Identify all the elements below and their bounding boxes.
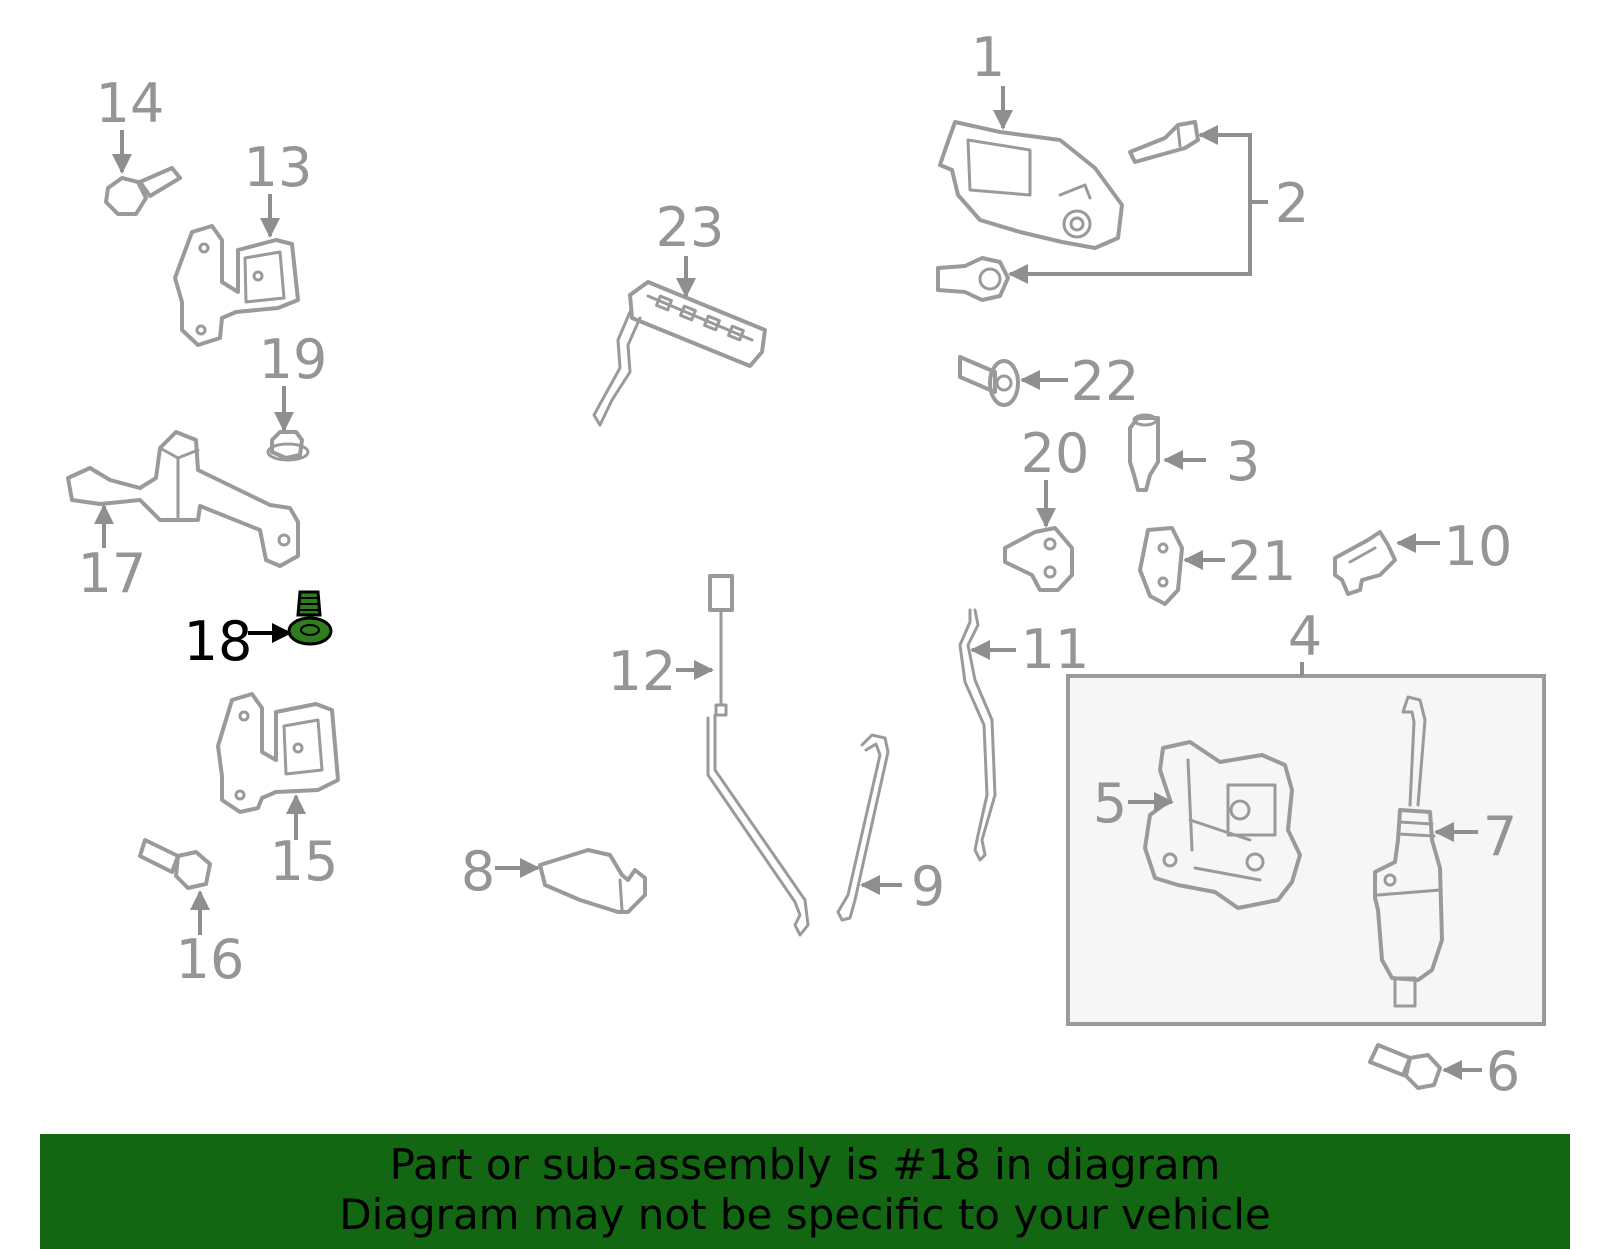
callout-22-label: 22 xyxy=(1071,350,1140,413)
part-16-bolt xyxy=(138,838,212,890)
callout-18-label: 18 xyxy=(184,610,253,673)
part-5-latch xyxy=(1143,740,1302,910)
callout-21: 21 xyxy=(1183,530,1297,593)
callout-16: 16 xyxy=(176,890,245,991)
part-3-switch xyxy=(1128,413,1160,492)
callout-8: 8 xyxy=(461,840,540,903)
callout-14-label: 14 xyxy=(96,72,165,135)
callout-17: 17 xyxy=(78,504,147,605)
callout-10-label: 10 xyxy=(1444,515,1513,578)
callout-6: 6 xyxy=(1442,1040,1520,1103)
callout-12-label: 12 xyxy=(608,640,677,703)
callout-12: 12 xyxy=(608,640,714,703)
callout-20: 20 xyxy=(1021,422,1090,528)
callout-5: 5 xyxy=(1093,772,1174,835)
callout-20-label: 20 xyxy=(1021,422,1090,485)
callout-19-label: 19 xyxy=(259,328,328,391)
part-15-lower-hinge xyxy=(216,692,340,814)
banner-line-1: Part or sub-assembly is #18 in diagram xyxy=(389,1140,1221,1189)
callout-15-label: 15 xyxy=(270,830,339,893)
callout-23: 23 xyxy=(656,196,725,298)
callout-1: 1 xyxy=(971,26,1013,130)
callout-8-label: 8 xyxy=(461,840,495,903)
callout-14: 14 xyxy=(96,72,165,174)
part-2-key-and-cylinder xyxy=(936,120,1200,302)
callout-13-label: 13 xyxy=(244,136,313,199)
callout-23-label: 23 xyxy=(656,196,725,259)
callout-17-label: 17 xyxy=(78,542,147,605)
callout-22: 22 xyxy=(1020,350,1140,413)
callout-7: 7 xyxy=(1434,805,1517,868)
part-13-upper-hinge xyxy=(173,224,300,347)
callout-6-label: 6 xyxy=(1486,1040,1520,1103)
part-21-shim xyxy=(1138,526,1184,606)
info-banner: Part or sub-assembly is #18 in diagram D… xyxy=(40,1134,1570,1249)
callout-19: 19 xyxy=(259,328,328,432)
part-20-striker xyxy=(1003,526,1074,592)
callout-4-label: 4 xyxy=(1288,605,1322,668)
callout-9: 9 xyxy=(860,855,945,918)
callout-10: 10 xyxy=(1396,515,1513,578)
part-17-door-check xyxy=(66,430,300,568)
callout-18: 18 xyxy=(184,610,292,673)
callout-15: 15 xyxy=(270,794,339,893)
part-8-clip xyxy=(538,848,647,914)
callout-3: 3 xyxy=(1163,430,1260,493)
part-1-outside-handle xyxy=(938,120,1124,250)
part-10-clip xyxy=(1333,530,1397,596)
callout-9-label: 9 xyxy=(911,855,945,918)
callout-4: 4 xyxy=(1288,605,1322,676)
banner-line-2: Diagram may not be specific to your vehi… xyxy=(339,1190,1271,1239)
part-23-switch-harness xyxy=(592,280,767,427)
part-19-nut xyxy=(266,430,310,462)
part-18-bolt-highlighted xyxy=(287,590,333,646)
callout-21-label: 21 xyxy=(1228,530,1297,593)
callout-3-label: 3 xyxy=(1226,430,1260,493)
part-4-latch-assembly-box xyxy=(1066,674,1546,1026)
part-7-actuator xyxy=(1373,695,1444,1008)
part-12-cable-rod xyxy=(706,574,810,937)
callout-11: 11 xyxy=(970,618,1090,681)
callout-16-label: 16 xyxy=(176,928,245,991)
callout-2-label: 2 xyxy=(1275,172,1309,235)
part-6-bolt xyxy=(1368,1043,1442,1090)
part-11-rod xyxy=(958,608,997,862)
callout-1-label: 1 xyxy=(971,26,1005,89)
callout-13: 13 xyxy=(244,136,313,238)
part-22-grommet xyxy=(958,355,1020,407)
callout-2: 2 xyxy=(1008,125,1309,284)
part-9-rod xyxy=(836,733,890,922)
callout-11-label: 11 xyxy=(1021,618,1090,681)
callout-7-label: 7 xyxy=(1483,805,1517,868)
callout-5-label: 5 xyxy=(1093,772,1127,835)
part-14-bolt xyxy=(104,166,182,216)
